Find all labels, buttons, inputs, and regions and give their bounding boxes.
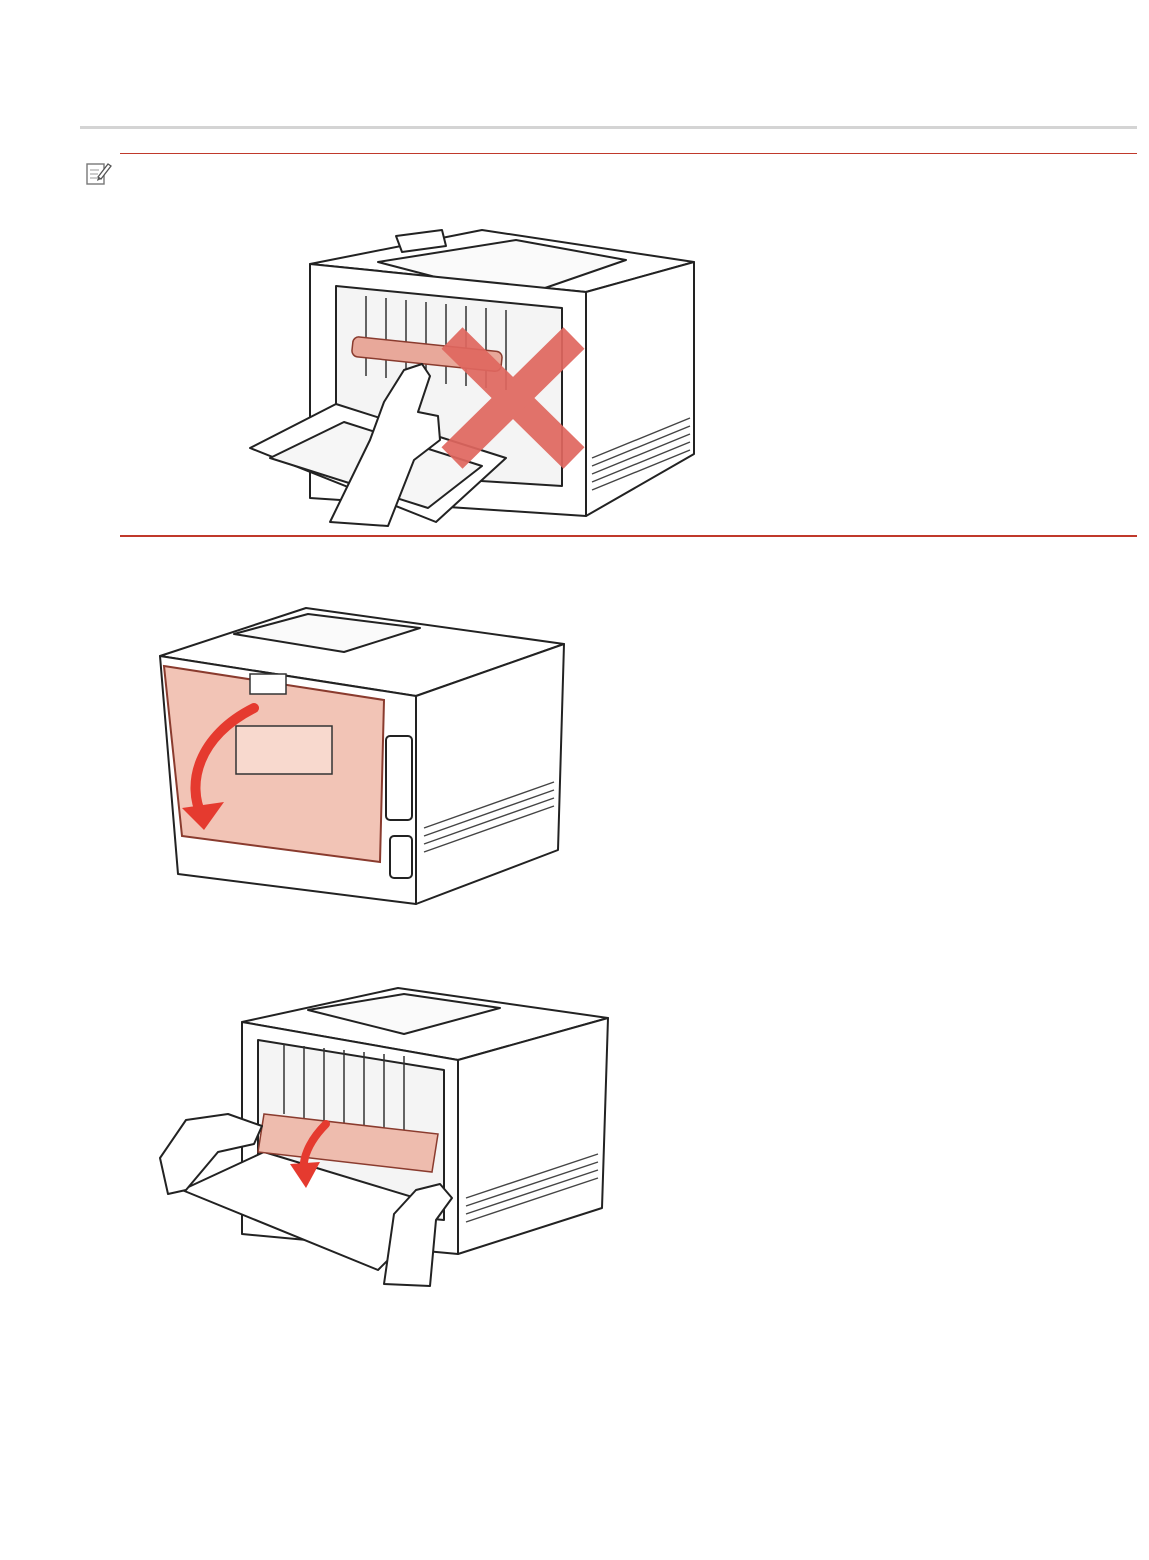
note-bottom-rule [120, 535, 1137, 537]
open-rear-door-illustration [158, 604, 568, 908]
pull-fuser-lever-illustration [158, 984, 612, 1288]
do-not-touch-fuser-illustration [246, 226, 698, 528]
note-top-rule [120, 153, 1137, 154]
header-divider [80, 126, 1137, 129]
note-pencil-icon [84, 160, 114, 188]
